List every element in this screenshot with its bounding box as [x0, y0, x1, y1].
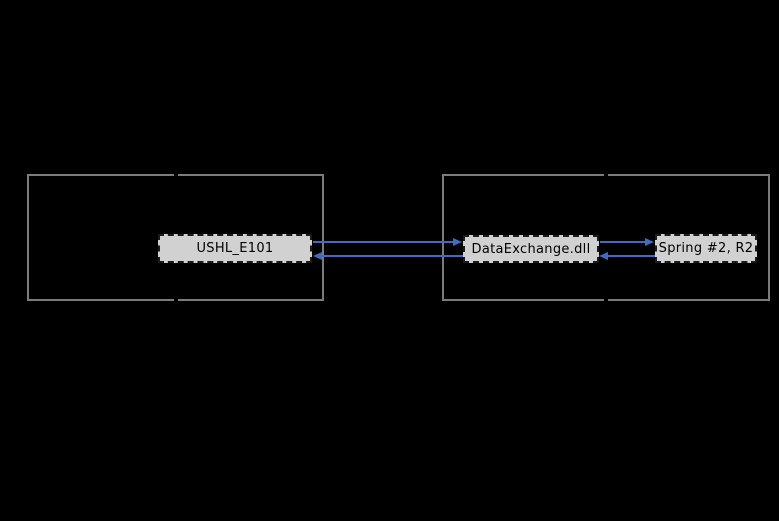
node-dataexchange-dll-label: DataExchange.dll [471, 241, 591, 257]
edge-ushl-to-dataexchange-arrowhead-icon [453, 238, 462, 246]
edge-dataexchange-to-spring-arrowhead-icon [645, 238, 654, 246]
edge-dataexchange-to-ushl-arrowhead-icon [313, 252, 322, 260]
edge-dataexchange-to-ushl-line [322, 255, 463, 257]
node-dataexchange-dll[interactable]: DataExchange.dll [463, 235, 599, 263]
edge-spring-to-dataexchange-arrowhead-icon [599, 252, 608, 260]
edge-ushl-to-dataexchange-line [313, 241, 454, 243]
node-spring-2-r2[interactable]: Spring #2, R2 [655, 234, 757, 263]
node-ushl-e101-label: USHL_E101 [196, 241, 274, 256]
edge-dataexchange-to-spring-line [600, 241, 646, 243]
connector-tick-left-bottom [174, 297, 178, 303]
node-spring-2-r2-label: Spring #2, R2 [658, 241, 754, 256]
edge-spring-to-dataexchange-line [608, 255, 655, 257]
node-ushl-e101[interactable]: USHL_E101 [158, 234, 312, 263]
connector-tick-right-top [604, 171, 608, 177]
connector-tick-right-bottom [604, 297, 608, 303]
connector-tick-left-top [174, 171, 178, 177]
